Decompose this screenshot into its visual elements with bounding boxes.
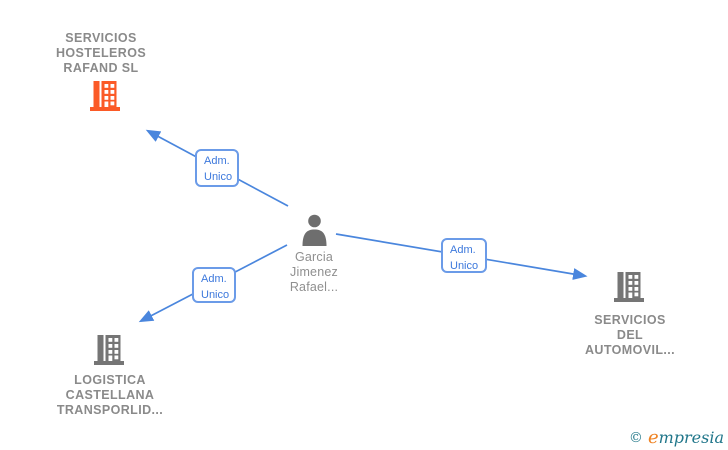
node-label-rafand[interactable]: SERVICIOS HOSTELEROS RAFAND SL xyxy=(21,31,181,76)
building-icon[interactable] xyxy=(93,335,125,373)
node-label-line: Jimenez xyxy=(290,265,338,279)
node-label-line: Rafael... xyxy=(289,280,339,294)
node-label-line: Garcia xyxy=(294,250,334,264)
edge-label-line: Adm. xyxy=(204,155,230,167)
empresia-logo[interactable]: © empresia xyxy=(629,428,724,448)
edge-label-line: Adm. xyxy=(450,244,476,256)
node-label-logistica[interactable]: LOGISTICA CASTELLANA TRANSPORLID... xyxy=(30,373,190,418)
node-label-garcia[interactable]: Garcia Jimenez Rafael... xyxy=(254,250,374,295)
edge-label-adm-unico[interactable]: Adm. Unico xyxy=(441,238,487,273)
brand-letter-e: e xyxy=(647,427,659,448)
edge-label-line: Unico xyxy=(204,171,233,183)
building-icon[interactable] xyxy=(613,272,645,310)
node-label-line: DEL xyxy=(616,328,644,342)
node-label-line: AUTOMOVIL... xyxy=(585,343,675,357)
node-label-line: TRANSPORLID... xyxy=(56,403,164,417)
copyright-icon: © xyxy=(628,430,643,446)
node-label-line: CASTELLANA xyxy=(65,388,155,402)
edge-label-adm-unico[interactable]: Adm. Unico xyxy=(192,267,236,303)
building-icon[interactable] xyxy=(89,81,121,119)
edge-label-adm-unico[interactable]: Adm. Unico xyxy=(195,149,239,187)
node-label-automovil[interactable]: SERVICIOS DEL AUTOMOVIL... xyxy=(550,313,710,358)
edge-label-line: Unico xyxy=(201,289,230,301)
person-icon[interactable] xyxy=(301,214,328,251)
node-label-line: SERVICIOS xyxy=(65,31,137,45)
node-label-line: LOGISTICA xyxy=(74,373,146,387)
node-label-line: RAFAND SL xyxy=(63,61,139,75)
node-label-line: HOSTELEROS xyxy=(55,46,147,60)
edge-label-line: Unico xyxy=(450,260,479,272)
node-label-line: SERVICIOS xyxy=(594,313,666,327)
edge-label-line: Adm. xyxy=(201,273,227,285)
brand-text: mpresia xyxy=(658,428,724,447)
